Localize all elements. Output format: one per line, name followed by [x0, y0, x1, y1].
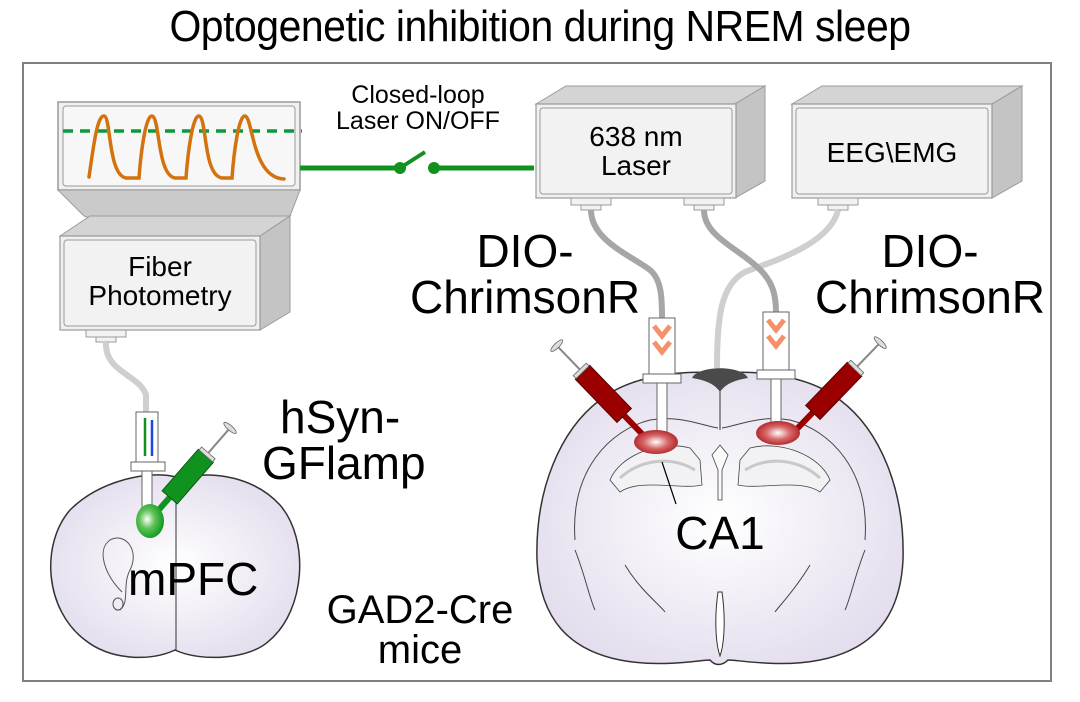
laser-label: 638 nm Laser	[540, 122, 732, 181]
photometry-fiber-cable	[102, 341, 149, 418]
mpfc-label: mPFC	[128, 553, 259, 605]
dio-chrimsonr-left-label: DIO- ChrimsonR	[410, 228, 640, 320]
eeg-headcap	[692, 368, 748, 392]
mouse-line-label: GAD2-Cre mice	[300, 590, 540, 670]
hsyn-line1: hSyn-	[280, 391, 401, 443]
fiber-photometry-line1: Fiber	[128, 251, 192, 282]
mice-line1: GAD2-Cre	[326, 588, 514, 632]
eeg-emg-label: EEG\EMG	[826, 137, 958, 168]
closed-loop-switch[interactable]	[300, 150, 534, 174]
photometry-signal-trace	[87, 114, 286, 181]
laser-line1: 638 nm	[589, 121, 683, 152]
ca1-label: CA1	[675, 507, 765, 559]
mpfc-injection-site	[136, 504, 164, 538]
dio-left-line1: DIO-	[476, 225, 574, 277]
laser-device	[534, 85, 767, 211]
switch-label: Closed-loop Laser ON/OFF	[318, 82, 518, 135]
mice-line2: mice	[377, 628, 463, 672]
ca1-pointer	[661, 461, 677, 505]
mpfc-brain-section	[50, 474, 301, 659]
ca1-optic-fiber-left	[642, 317, 682, 439]
ca1-injection-site-right	[756, 421, 800, 445]
ca1-injection-site-left	[634, 430, 678, 454]
laser-line2: Laser	[600, 150, 672, 182]
hsyn-line2: GFlamp	[262, 437, 426, 489]
diagram-title: Optogenetic inhibition during NREM sleep	[169, 2, 911, 51]
fiber-photometry-line2: Photometry	[88, 280, 232, 312]
fiber-photometry-device	[58, 215, 292, 343]
hsyn-gflamp-label: hSyn- GFlamp	[262, 394, 452, 486]
diagram-frame	[22, 62, 1052, 682]
fiber-photometry-label: Fiber Photometry	[64, 252, 256, 311]
dio-chrimsonr-right-label: DIO- ChrimsonR	[800, 228, 1060, 320]
laser-cable-left	[588, 209, 665, 319]
switch-label-line2: Laser ON/OFF	[336, 107, 500, 136]
eeg-cable	[714, 209, 841, 369]
laser-cable-right	[701, 209, 779, 313]
eeg-emg-device	[790, 85, 1024, 211]
ca1-brain-section	[536, 368, 904, 666]
mpfc-optic-fiber	[130, 411, 166, 516]
dio-right-line1: DIO-	[881, 225, 979, 277]
switch-label-line1: Closed-loop	[351, 81, 485, 109]
photometry-monitor	[56, 101, 302, 233]
ca1-optic-fiber-right	[756, 311, 796, 436]
dio-left-line2: ChrimsonR	[410, 271, 641, 323]
chrimsonr-syringe-right	[789, 336, 887, 437]
dio-right-line2: ChrimsonR	[814, 271, 1046, 323]
chrimsonr-syringe-left	[550, 339, 648, 440]
